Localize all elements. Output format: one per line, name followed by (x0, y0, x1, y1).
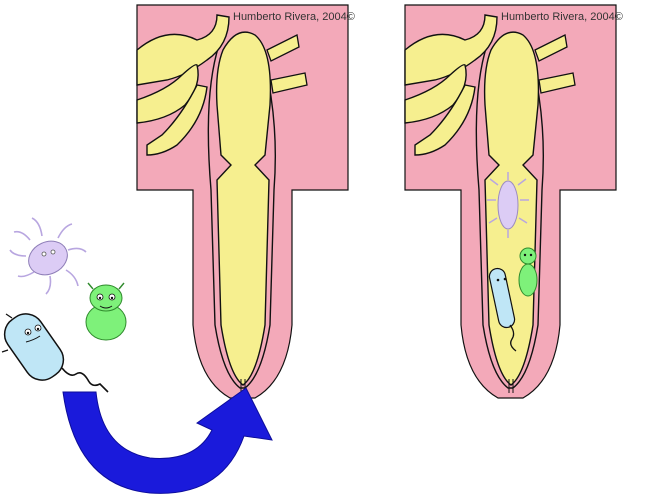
curved-arrow-icon (63, 388, 272, 493)
credit-left: Humberto Rivera, 2004© (233, 11, 355, 23)
round-bacterium-icon (519, 248, 537, 296)
round-bacterium-icon (86, 283, 126, 340)
credit-right: Humberto Rivera, 2004© (501, 11, 623, 23)
tooth-left: Humberto Rivera, 2004© (137, 5, 355, 398)
bacteria-outside (0, 218, 126, 392)
spiky-bacterium-icon (10, 218, 86, 294)
